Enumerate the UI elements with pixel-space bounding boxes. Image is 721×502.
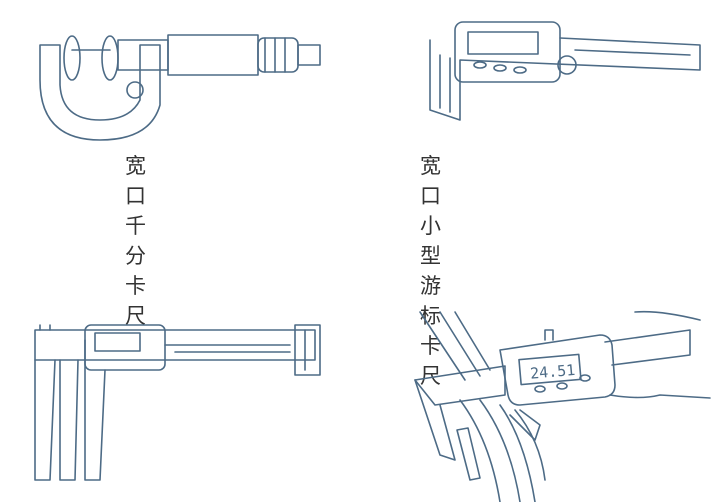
caption-small-caliper: 宽口小型游标卡尺 bbox=[420, 154, 442, 388]
display-reading: 24.51 bbox=[529, 361, 576, 383]
caption-micrometer: 宽口千分卡尺 bbox=[125, 154, 147, 328]
